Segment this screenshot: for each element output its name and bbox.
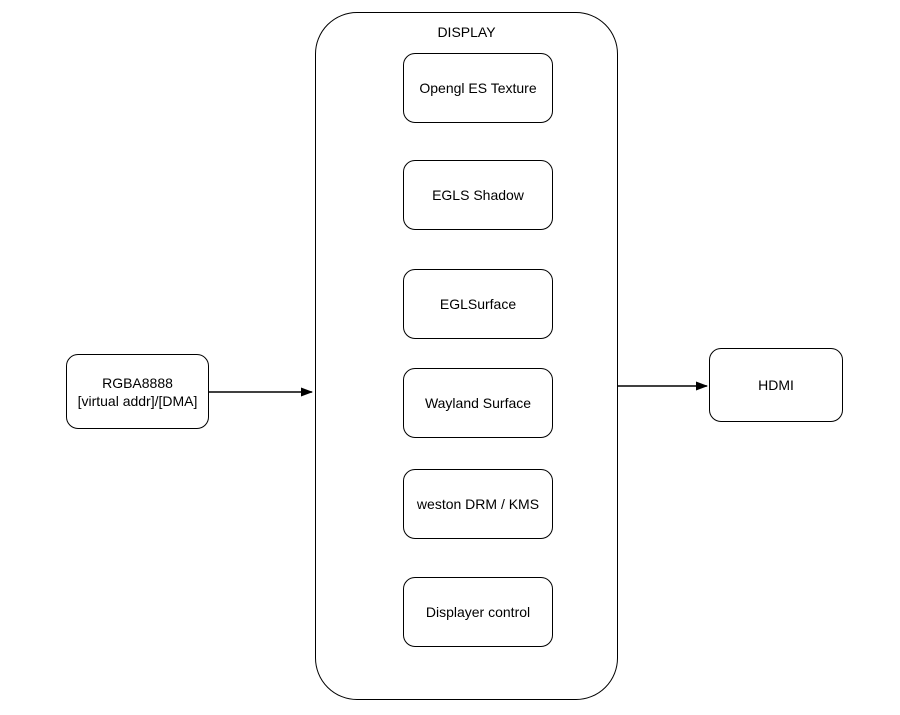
node-opengl-es-texture-label: Opengl ES Texture [419, 80, 537, 96]
node-rgba8888: RGBA8888 [virtual addr]/[DMA] [66, 354, 209, 429]
node-weston-drm-kms-label: weston DRM / KMS [416, 496, 540, 512]
node-weston-drm-kms: weston DRM / KMS [403, 469, 553, 539]
node-egls-shadow: EGLS Shadow [403, 160, 553, 230]
node-wayland-surface: Wayland Surface [403, 368, 553, 438]
node-rgba8888-label-line2: [virtual addr]/[DMA] [77, 392, 198, 409]
node-eglsurface: EGLSurface [403, 269, 553, 339]
node-rgba8888-label-line1: RGBA8888 [102, 374, 173, 391]
node-opengl-es-texture: Opengl ES Texture [403, 53, 553, 123]
node-wayland-surface-label: Wayland Surface [424, 395, 532, 411]
node-displayer-control: Displayer control [403, 577, 553, 647]
node-hdmi: HDMI [709, 348, 843, 422]
node-hdmi-label: HDMI [758, 377, 794, 393]
display-container-title: DISPLAY [437, 24, 496, 40]
node-displayer-control-label: Displayer control [425, 604, 531, 620]
node-eglsurface-label: EGLSurface [439, 296, 517, 312]
node-egls-shadow-label: EGLS Shadow [432, 187, 524, 203]
